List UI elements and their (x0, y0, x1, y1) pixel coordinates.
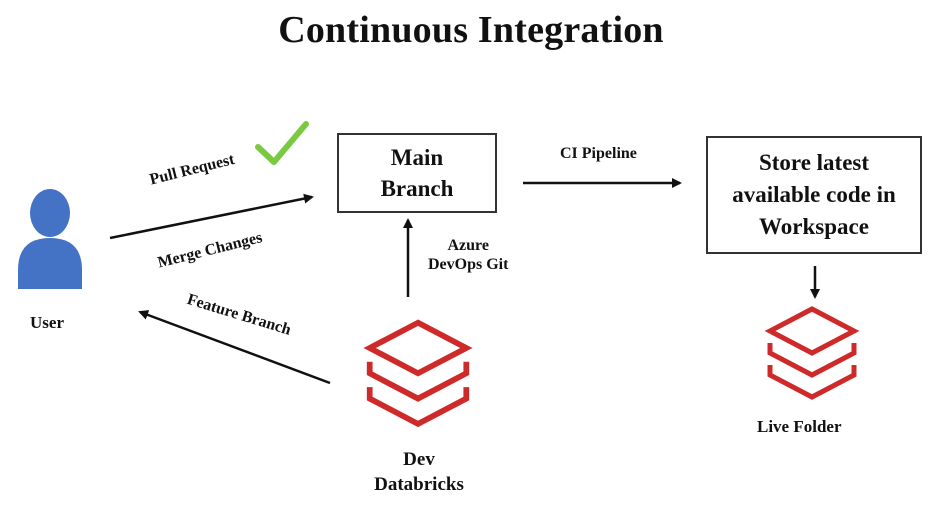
store-workspace-label: Store latest available code in Workspace (732, 150, 896, 239)
main-branch-label: Main Branch (380, 145, 454, 201)
diagram-title: Continuous Integration (278, 9, 664, 51)
azure-devops-git-label: Azure DevOps Git (428, 237, 509, 273)
main-branch-node: Main Branch (337, 133, 497, 213)
databricks-logo-icon (363, 319, 473, 428)
dev-databricks-label: Dev Databricks (374, 449, 464, 495)
live-folder-label: Live Folder (757, 417, 842, 436)
ci-pipeline-label: CI Pipeline (560, 145, 637, 162)
databricks-logo-icon (764, 306, 860, 400)
user-label: User (30, 313, 64, 332)
pull-request-arrow (109, 193, 314, 240)
checkmark-icon (255, 121, 309, 165)
user-icon (18, 189, 82, 289)
store-workspace-node: Store latest available code in Workspace (706, 136, 922, 254)
feature-branch-arrow (138, 310, 331, 385)
